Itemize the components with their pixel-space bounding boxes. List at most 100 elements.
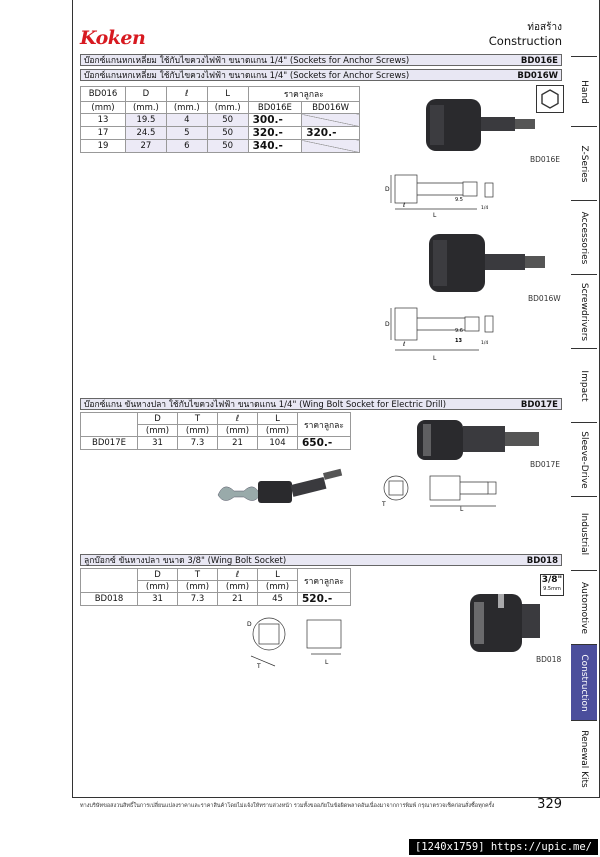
bd017e-dimension-drawing: T L	[381, 475, 497, 512]
dim-t: T	[256, 663, 261, 670]
bd016e-socket-image	[426, 99, 535, 151]
col-t: T	[177, 568, 218, 581]
cell-size: 13	[80, 113, 126, 127]
dim-l: L	[433, 355, 437, 362]
category-english: Construction	[488, 34, 562, 48]
tab-label: Automotive	[579, 581, 589, 635]
cell-ls: 21	[217, 592, 258, 606]
col-price-w: BD016W	[301, 101, 360, 114]
col-d: D	[124, 86, 167, 102]
image-watermark: [1240x1759] https://upic.me/	[408, 839, 598, 855]
tab-label: Screwdrivers	[579, 282, 589, 342]
tab-screwdrivers[interactable]: Screwdrivers	[571, 274, 597, 349]
cell-t: 7.3	[177, 436, 218, 450]
section-code: BD018	[526, 556, 558, 566]
col-ls: ℓ	[217, 412, 258, 425]
tab-label: Accessories	[579, 211, 589, 265]
cell-price: 650.-	[297, 436, 351, 450]
unit: (mm)	[257, 580, 298, 593]
tab-label: Sleeve-Drive	[579, 431, 589, 489]
dim-d: D	[247, 621, 252, 628]
col-model: BD016	[80, 86, 126, 102]
section-bar-bd017e: บ๊อกซ์แกน ขันหางปลา ใช้กับไขควงไฟฟ้า ขนา…	[80, 398, 562, 410]
section-bar-bd016w: บ๊อกซ์แกนหกเหลี่ยม ใช้กับไขควงไฟฟ้า ขนาด…	[80, 69, 562, 81]
section-bar-bd018: ลูกบ๊อกซ์ ขันหางปลา ขนาด 3/8" (Wing Bolt…	[80, 554, 562, 566]
section-code: BD017E	[520, 400, 558, 410]
cell-l: 104	[257, 436, 298, 450]
cell-price-e: 320.-	[247, 126, 303, 140]
tab-label: Industrial	[579, 512, 589, 556]
section-code: BD016E	[520, 56, 558, 66]
dim-96: 9.6	[455, 328, 463, 334]
cell-model: BD018	[80, 592, 138, 606]
tab-automotive[interactable]: Automotive	[571, 570, 597, 645]
tab-construction[interactable]: Construction	[571, 644, 597, 721]
cell-price: 520.-	[297, 592, 351, 606]
tab-impact[interactable]: Impact	[571, 348, 597, 423]
cell-l: 45	[257, 592, 298, 606]
product-label-bd018: BD018	[536, 655, 562, 664]
cell-l: 50	[206, 113, 249, 127]
tab-label: Renewal Kits	[579, 730, 589, 788]
tab-label: Hand	[579, 80, 589, 104]
tab-sleeve-drive[interactable]: Sleeve-Drive	[571, 422, 597, 497]
drive-size-main: 3/8"	[541, 575, 563, 585]
bd016e-dimension-drawing: D ℓ L 9.5 1/4	[385, 174, 494, 219]
product-label-bd016w: BD016W	[528, 294, 561, 303]
tab-accessories[interactable]: Accessories	[571, 200, 597, 275]
col-t: T	[177, 412, 218, 425]
unit: (mm)	[137, 580, 178, 593]
section-title: ลูกบ๊อกซ์ ขันหางปลา ขนาด 3/8" (Wing Bolt…	[84, 556, 287, 566]
bd017e-socket-image	[417, 420, 539, 460]
col-lscript: ℓ	[165, 86, 208, 102]
category-thai: ท่อสร้าง	[527, 22, 562, 33]
col-d: D	[137, 412, 178, 425]
section-title: บ๊อกซ์แกนหกเหลี่ยม ใช้กับไขควงไฟฟ้า ขนาด…	[84, 56, 410, 66]
cell-d: 31	[137, 592, 178, 606]
dim-14: 1/4	[481, 340, 488, 346]
dim-14: 1/4	[481, 205, 488, 211]
col-l: L	[257, 568, 298, 581]
tab-z-series[interactable]: Z-Series	[571, 126, 597, 201]
col-l: L	[206, 86, 249, 102]
dim-l: L	[433, 212, 437, 219]
product-label-bd016e: BD016E	[530, 155, 560, 164]
dim-13: 13	[455, 338, 462, 344]
tab-hand[interactable]: Hand	[571, 56, 597, 127]
col-d: D	[137, 568, 178, 581]
footer-disclaimer: ทางบริษัทขอสงวนสิทธิ์ในการเปลี่ยนแปลงราค…	[80, 803, 495, 809]
tab-renewal-kits[interactable]: Renewal Kits	[571, 720, 597, 797]
cell-price-w: 320.-	[301, 126, 360, 140]
tab-label: Impact	[579, 370, 589, 402]
unit: (mm)	[80, 101, 126, 114]
unit: (mm)	[177, 424, 218, 437]
section-title: บ๊อกซ์แกนหกเหลี่ยม ใช้กับไขควงไฟฟ้า ขนาด…	[84, 71, 410, 81]
table-row: BD017E 31 7.3 21 104 650.-	[80, 436, 351, 450]
tab-label: Z-Series	[579, 145, 589, 183]
dim-ls: ℓ	[402, 202, 405, 209]
dim-d: D	[385, 186, 390, 193]
col-l: L	[257, 412, 298, 425]
cell-price-w-na	[301, 139, 360, 153]
unit: (mm)	[217, 424, 258, 437]
cell-d: 24.5	[124, 126, 167, 140]
product-label-bd017e: BD017E	[530, 460, 560, 469]
dim-ls: ℓ	[402, 341, 405, 348]
brand-logo: Koken	[80, 27, 146, 49]
dim-t: T	[381, 501, 386, 508]
table-row: 13 19.5 4 50 300.-	[80, 113, 360, 127]
cell-size: 19	[80, 139, 126, 153]
unit: (mm)	[257, 424, 298, 437]
col-price: ราคาลูกละ	[297, 568, 351, 593]
col-price: ราคาลูกละ	[297, 412, 351, 437]
cell-ls: 5	[165, 126, 208, 140]
cell-d: 19.5	[124, 113, 167, 127]
table-row: 17 24.5 5 50 320.- 320.-	[80, 126, 360, 140]
bd017e-usage-image	[217, 468, 343, 503]
tab-industrial[interactable]: Industrial	[571, 496, 597, 571]
section-bar-bd016e: บ๊อกซ์แกนหกเหลี่ยม ใช้กับไขควงไฟฟ้า ขนาด…	[80, 54, 562, 66]
dim-l: L	[325, 659, 329, 666]
cell-ls: 4	[165, 113, 208, 127]
hex-icon	[536, 85, 564, 113]
unit: (mm)	[177, 580, 218, 593]
